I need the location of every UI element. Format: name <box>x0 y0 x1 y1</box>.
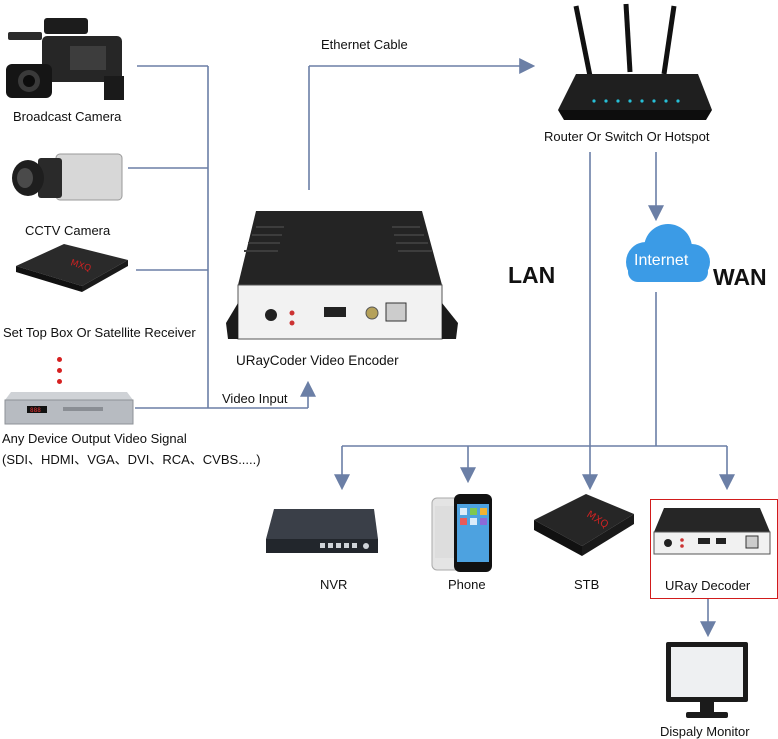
phone-icon <box>431 494 492 572</box>
decoder-icon <box>653 508 771 555</box>
phone <box>430 492 496 579</box>
nvr-icon <box>266 509 378 553</box>
stb-icon: MXQ <box>534 494 634 556</box>
video-encoder <box>226 205 462 350</box>
set-top-box-label: Set Top Box Or Satellite Receiver <box>3 325 196 340</box>
router-icon <box>558 3 712 120</box>
cctv-camera-icon <box>12 153 123 201</box>
ethernet-cable-label: Ethernet Cable <box>321 37 408 52</box>
stb: MXQ <box>530 490 636 571</box>
nvr <box>262 507 380 562</box>
display-monitor <box>664 640 750 727</box>
dvd-player: 888 <box>3 390 135 433</box>
broadcast-camera <box>4 14 128 111</box>
cctv-camera <box>8 150 126 213</box>
broadcast-camera-icon <box>6 18 124 100</box>
internet-cloud <box>618 222 714 295</box>
any-device-sublabel: (SDI、HDMI、VGA、DVI、RCA、CVBS.....) <box>2 452 261 467</box>
dvd-player-icon: 888 <box>4 392 134 425</box>
router <box>556 2 712 131</box>
cctv-camera-label: CCTV Camera <box>25 223 111 238</box>
stb-label: STB <box>574 577 600 592</box>
uray-decoder <box>652 506 774 565</box>
wan-label: WAN <box>713 264 767 290</box>
encoder-icon <box>226 211 458 340</box>
phone-label: Phone <box>448 577 486 592</box>
decoder-label: URay Decoder <box>665 578 751 593</box>
broadcast-camera-label: Broadcast Camera <box>13 109 122 124</box>
router-label: Router Or Switch Or Hotspot <box>544 129 710 144</box>
any-device-label: Any Device Output Video Signal <box>2 431 187 446</box>
video-input-label: Video Input <box>222 391 288 406</box>
cloud-icon <box>626 224 710 282</box>
set-top-box-icon: MXQ <box>16 244 128 292</box>
encoder-label: URayCoder Video Encoder <box>236 353 399 368</box>
svg-text:888: 888 <box>30 407 41 414</box>
internet-label: Internet <box>634 252 689 269</box>
nvr-label: NVR <box>320 577 348 592</box>
more-devices-dots <box>57 357 63 384</box>
monitor-label: Dispaly Monitor <box>660 724 750 739</box>
set-top-box: MXQ <box>12 242 130 299</box>
monitor-icon <box>666 642 748 718</box>
lan-label: LAN <box>508 262 556 288</box>
